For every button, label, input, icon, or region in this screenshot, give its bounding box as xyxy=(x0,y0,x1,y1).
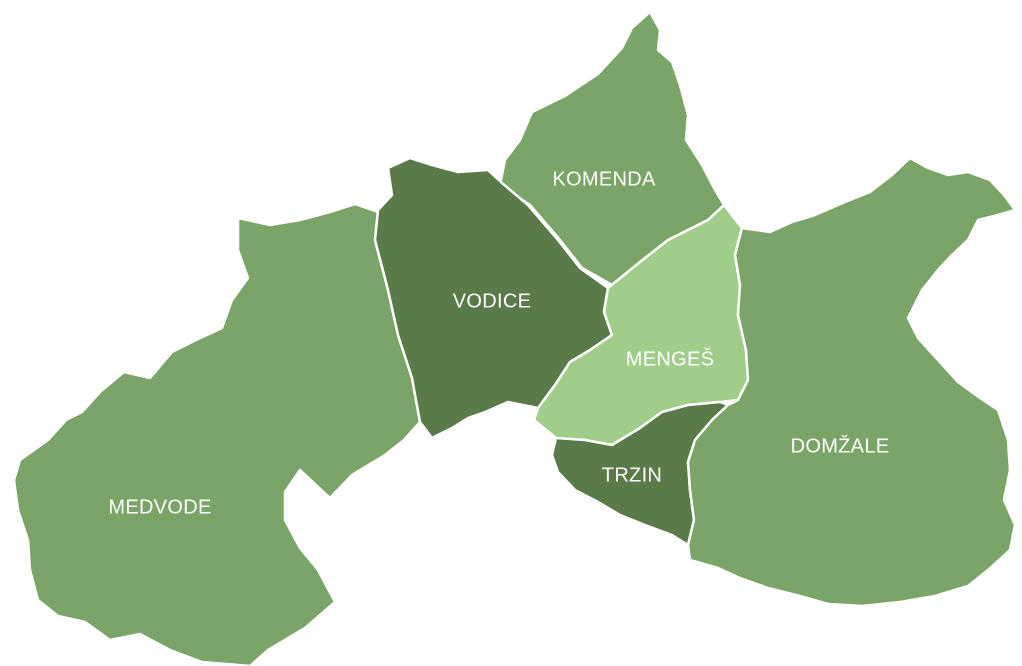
region-medvode[interactable] xyxy=(12,202,422,666)
region-domzale[interactable] xyxy=(686,156,1017,608)
